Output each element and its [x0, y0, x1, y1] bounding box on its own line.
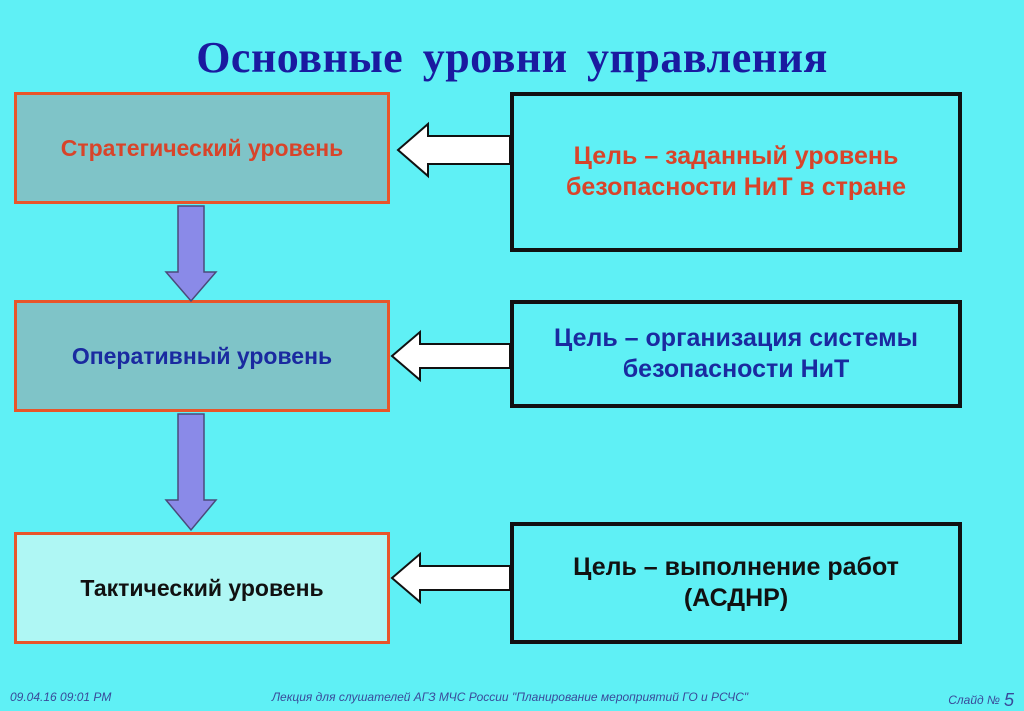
operative-goal-box: Цель – организация системы безопасности …: [510, 300, 962, 408]
tactical-goal-box: Цель – выполнение работ (АСДНР): [510, 522, 962, 644]
strategic-level-label: Стратегический уровень: [60, 134, 344, 161]
operative-level-box: Оперативный уровень: [14, 300, 390, 412]
footer-lecture-title: Лекция для слушателей АГЗ МЧС России "Пл…: [271, 690, 749, 704]
slide-number-label: Слайд №: [948, 693, 1000, 707]
down-arrow-operative-to-tactical: [164, 413, 218, 532]
down-arrow-strategic-to-operative: [164, 205, 218, 303]
strategic-goal-text: Цель – заданный уровень безопасности НиТ…: [565, 141, 907, 201]
tactical-goal-text: Цель – выполнение работ (АСДНР): [573, 552, 899, 612]
tactical-level-box: Тактический уровень: [14, 532, 390, 644]
operative-level-label: Оперативный уровень: [71, 342, 333, 369]
left-arrow-operative-goal: [390, 329, 511, 383]
footer-date: 09.04.16 09:01 PM: [10, 690, 112, 704]
slide-title: Основные уровни управления: [196, 33, 828, 82]
left-arrow-strategic-goal: [396, 121, 511, 179]
strategic-level-box: Стратегический уровень: [14, 92, 390, 204]
left-arrow-tactical-goal: [390, 551, 511, 605]
operative-goal-text: Цель – организация системы безопасности …: [554, 323, 918, 383]
strategic-goal-box: Цель – заданный уровень безопасности НиТ…: [510, 92, 962, 252]
slide-number-value: 5: [1003, 690, 1014, 710]
tactical-level-label: Тактический уровень: [80, 574, 324, 601]
